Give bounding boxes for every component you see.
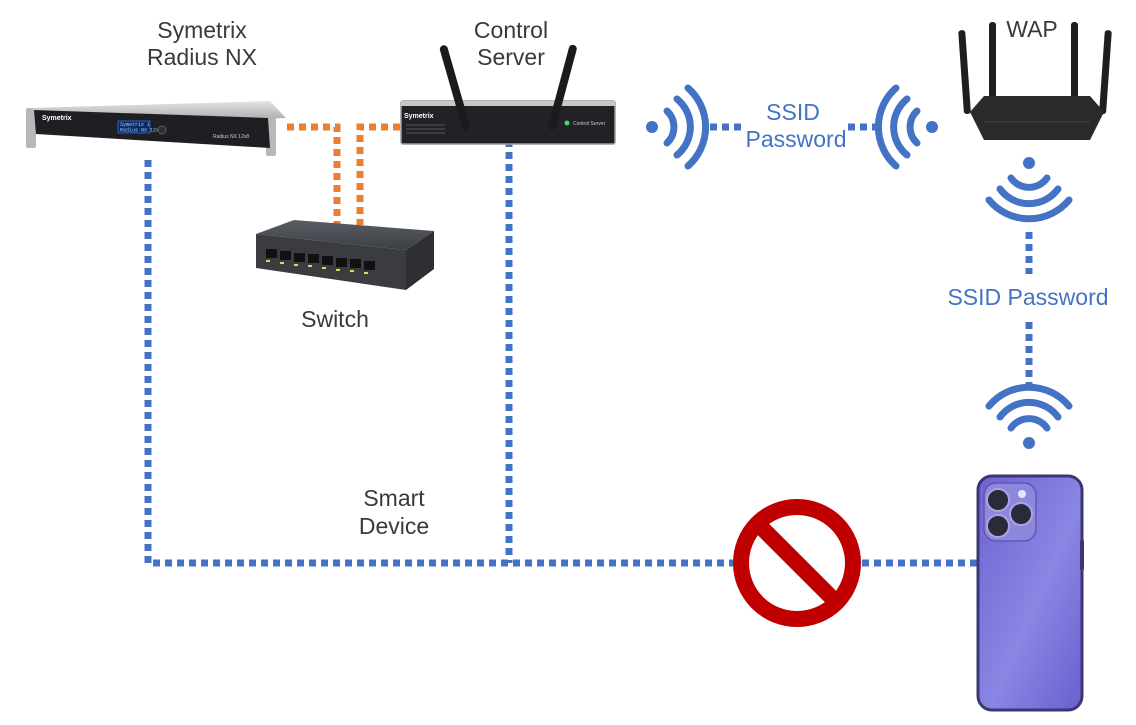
ssid-label-line1: SSID	[766, 99, 820, 125]
smart-device-label-line1: Smart	[363, 485, 425, 511]
control-model-text: Control Server	[573, 121, 606, 127]
router-antenna-3	[1071, 22, 1078, 104]
rack-ear-left	[26, 108, 36, 148]
radius-lcd	[117, 120, 151, 134]
wifi-icon	[985, 383, 1073, 449]
radius-label-line1: Symetrix	[157, 17, 247, 43]
ssid-label-line2: Password	[746, 126, 847, 152]
router-antenna-1	[958, 30, 971, 115]
router-antenna-4	[1099, 30, 1112, 115]
radius-knob	[157, 125, 167, 135]
radius-nx-device: Symetrix Symetrix 1 Radius NX 12x8 Radiu…	[26, 101, 286, 156]
smartphone-icon	[976, 474, 1084, 712]
wifi-icon	[985, 157, 1073, 223]
wifi-icon	[646, 84, 710, 170]
radius-brand-text: Symetrix	[42, 115, 72, 122]
router-body	[970, 96, 1104, 140]
control-server-device: Symetrix Control Server	[400, 44, 616, 145]
no-entry-sign-icon	[733, 499, 861, 627]
smart-device-label-line2: Device	[359, 513, 429, 539]
ethernet-links	[287, 123, 400, 225]
wifi-icon	[874, 84, 938, 170]
network-switch-device	[256, 220, 434, 290]
control-server-top-edge	[401, 101, 615, 106]
control-label-line2: Server	[477, 44, 545, 70]
control-brand-text: Symetrix	[404, 113, 434, 120]
phone-side-button	[1080, 540, 1084, 570]
switch-side	[406, 231, 434, 290]
radius-label-line2: Radius NX	[147, 44, 257, 70]
radius-lcd-line2: Radius NX 12x8	[120, 128, 162, 134]
phone-flash	[1018, 490, 1026, 498]
wap-router-device	[958, 22, 1112, 140]
antenna-right	[548, 44, 577, 131]
control-label-line1: Control	[474, 17, 548, 43]
power-led	[564, 120, 570, 126]
labels: Symetrix Radius NX Control Server WAP Sw…	[147, 16, 1109, 539]
switch-label: Switch	[301, 306, 369, 332]
antenna-left	[439, 45, 470, 131]
phone-lens-1	[986, 488, 1010, 512]
rack-front	[34, 110, 270, 148]
radius-model-text: Radius NX 12x8	[213, 134, 249, 140]
switch-top	[256, 220, 434, 250]
radius-lcd-line1: Symetrix 1	[120, 122, 150, 128]
radius-to-smart-device-link	[144, 160, 733, 567]
switch-port-leds	[266, 260, 368, 274]
wap-label: WAP	[1006, 16, 1058, 42]
phone-lens-2	[1009, 502, 1033, 526]
radius-to-switch-link	[287, 123, 341, 225]
wireless-links	[144, 123, 1033, 567]
control-to-switch-link	[356, 123, 400, 225]
switch-ports	[266, 249, 375, 270]
router-antenna-2	[989, 22, 996, 104]
phone-lens-3	[986, 514, 1010, 538]
ssid-password-label: SSID Password	[947, 284, 1108, 310]
